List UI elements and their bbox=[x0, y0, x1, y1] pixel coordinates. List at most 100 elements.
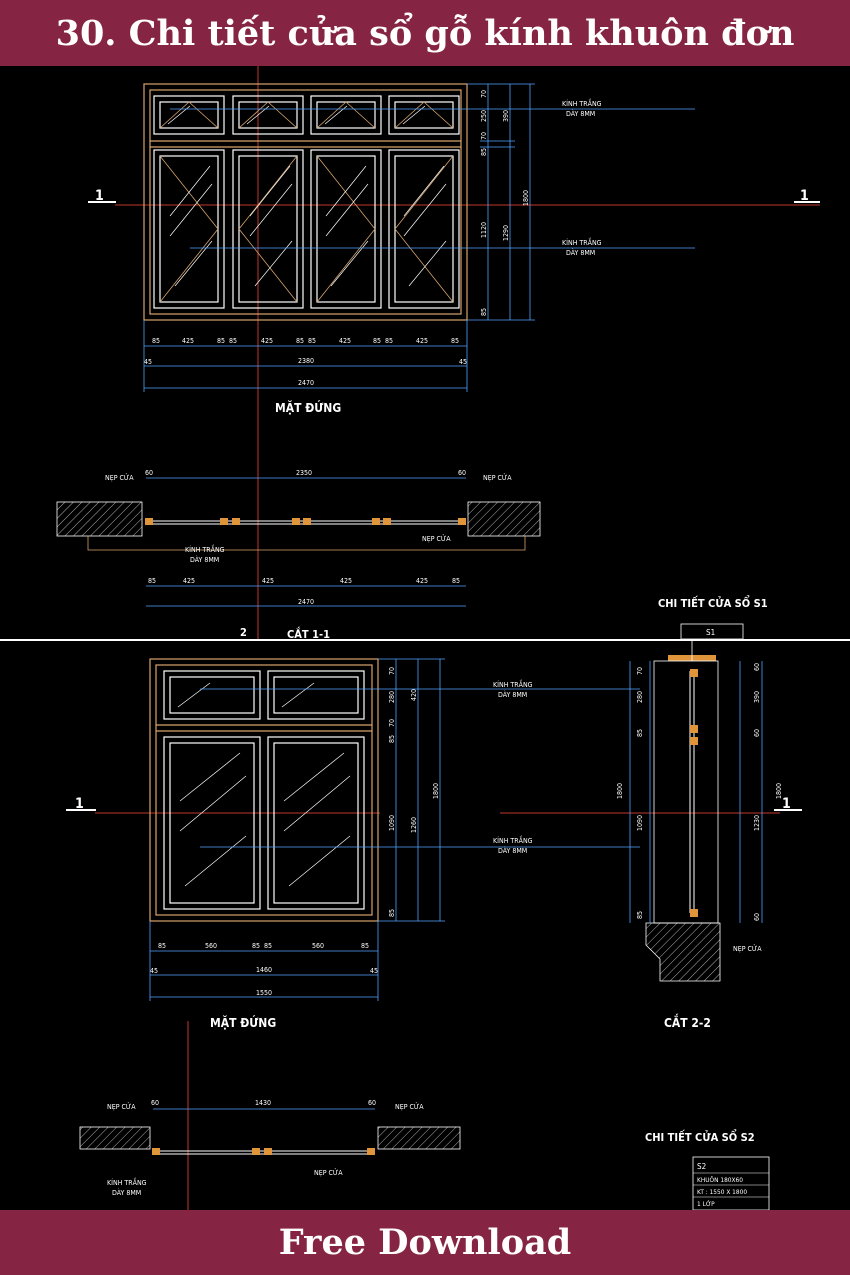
nep-cua-label: NẸP CỬA bbox=[733, 944, 762, 953]
cad-drawing-1-svg: KÍNH TRẮNG DÀY 8MM KÍNH TRẮNG DÀY 8MM 1 … bbox=[56, 66, 820, 641]
horizontal-dimension-labels: 85 425 85 85 425 85 85 425 85 85 425 85 … bbox=[144, 337, 467, 387]
section-title: CẮT 2-2 bbox=[664, 1014, 711, 1030]
free-download-button[interactable]: Free Download bbox=[278, 1222, 572, 1263]
section-marker-left: 1 bbox=[66, 796, 96, 812]
dim-label: 560 bbox=[312, 942, 324, 950]
section-marker-right: 1 bbox=[774, 796, 802, 812]
nep-cua-label: NẸP CỬA bbox=[422, 534, 451, 543]
glass-leaders bbox=[200, 688, 640, 848]
dim-label: 85 bbox=[158, 942, 166, 950]
dim-label: 70 bbox=[480, 90, 488, 98]
dim-label: 85 bbox=[452, 577, 460, 585]
dim-label: 2470 bbox=[298, 379, 314, 387]
dim-label: 425 bbox=[416, 577, 428, 585]
dim-label: 85 bbox=[361, 942, 369, 950]
vertical-dimension-labels: 70 280 70 85 1090 85 420 1260 1800 bbox=[388, 667, 440, 917]
dim-label: 1800 bbox=[775, 783, 783, 799]
cad-drawing-2-svg: KÍNH TRẮNG DÀY 8MM KÍNH TRẮNG DÀY 8MM 1 … bbox=[66, 641, 802, 1211]
dim-label: 2350 bbox=[296, 469, 312, 477]
dim-label: 85 bbox=[217, 337, 225, 345]
dim-label: 85 bbox=[388, 735, 396, 743]
dim-label: 60 bbox=[753, 913, 761, 921]
dim-label: 85 bbox=[252, 942, 260, 950]
dim-label: 1800 bbox=[616, 783, 624, 799]
glass-thickness: DÀY 8MM bbox=[498, 690, 527, 699]
spec-table-s2: S2 KHUÔN 180X60 KT : 1550 X 1800 1 LỚP bbox=[692, 1156, 770, 1211]
nep-cua-label: NẸP CỬA bbox=[105, 473, 134, 482]
horizontal-dimensions bbox=[143, 320, 468, 392]
dim-label: 425 bbox=[261, 337, 273, 345]
glass-label: KÍNH TRẮNG bbox=[562, 237, 602, 247]
spec-frame: KHUÔN 180X60 bbox=[697, 1175, 743, 1184]
glass-thickness: DÀY 8MM bbox=[112, 1188, 141, 1197]
glass-label: KÍNH TRẮNG bbox=[107, 1177, 147, 1187]
dim-label: 280 bbox=[388, 691, 396, 703]
glass-hatch bbox=[167, 105, 447, 287]
dim-label: 70 bbox=[388, 719, 396, 727]
nep-cua-label: NẸP CỬA bbox=[395, 1102, 424, 1111]
svg-text:1: 1 bbox=[75, 796, 84, 812]
dim-label: 2470 bbox=[298, 598, 314, 606]
glass-label: KÍNH TRẮNG bbox=[562, 98, 602, 108]
dim-label: 45 bbox=[144, 358, 152, 366]
glass-hatch bbox=[177, 682, 351, 887]
spec-code: S2 bbox=[697, 1162, 706, 1171]
section-2-2-labels: 70 280 85 1090 85 1800 60 390 60 1230 60… bbox=[616, 663, 783, 953]
dim-label: 60 bbox=[145, 469, 153, 477]
dim-label: 85 bbox=[636, 911, 644, 919]
dim-label: 45 bbox=[459, 358, 467, 366]
download-banner[interactable]: Free Download bbox=[0, 1210, 850, 1275]
page-title: 30. Chi tiết cửa sổ gỗ kính khuôn đơn bbox=[55, 12, 795, 54]
dim-label: 60 bbox=[753, 729, 761, 737]
elevation-title: MẶT ĐỨNG bbox=[210, 1015, 276, 1030]
cad-drawing-window-1: KÍNH TRẮNG DÀY 8MM KÍNH TRẮNG DÀY 8MM 1 … bbox=[0, 66, 850, 641]
section-number: 2 bbox=[240, 626, 247, 639]
dim-label: 85 bbox=[296, 337, 304, 345]
plan-labels: 2350 60 60 NẸP CỬA NẸP CỬA NẸP CỬA KÍNH … bbox=[105, 469, 512, 606]
dim-label: 1290 bbox=[502, 225, 510, 241]
dim-label: 85 bbox=[388, 909, 396, 917]
section-marker-right: 1 bbox=[794, 188, 820, 204]
spec-size: KT : 1550 X 1800 bbox=[697, 1188, 747, 1196]
nep-cua-label: NẸP CỬA bbox=[314, 1168, 343, 1177]
glass-thickness: DÀY 8MM bbox=[566, 109, 595, 118]
dim-label: 280 bbox=[636, 691, 644, 703]
dim-label: 60 bbox=[458, 469, 466, 477]
detail-title-s2: CHI TIẾT CỬA SỔ S2 bbox=[645, 1129, 755, 1144]
dim-label: 250 bbox=[480, 110, 488, 122]
elevation-title: MẶT ĐỨNG bbox=[275, 400, 341, 415]
section-marker-left: 1 bbox=[88, 188, 116, 204]
svg-text:1: 1 bbox=[800, 188, 809, 204]
dim-label: 85 bbox=[308, 337, 316, 345]
section-title: CẮT 1-1 bbox=[287, 626, 330, 639]
dim-label: 425 bbox=[262, 577, 274, 585]
dim-label: 1230 bbox=[753, 815, 761, 831]
dim-label: 70 bbox=[636, 667, 644, 675]
dim-label: 85 bbox=[264, 942, 272, 950]
opening-direction-lines bbox=[159, 101, 454, 303]
dim-label: 1090 bbox=[636, 815, 644, 831]
glass-label: KÍNH TRẮNG bbox=[493, 679, 533, 689]
dim-label: 1800 bbox=[522, 190, 530, 206]
dim-label: 85 bbox=[480, 148, 488, 156]
dim-label: 70 bbox=[480, 132, 488, 140]
dim-label: 85 bbox=[148, 577, 156, 585]
dim-label: 1090 bbox=[388, 815, 396, 831]
dim-label: 425 bbox=[183, 577, 195, 585]
dim-label: 425 bbox=[340, 577, 352, 585]
detail-title-s1: CHI TIẾT CỬA SỔ S1 bbox=[658, 595, 768, 610]
window-elevation-2-panel bbox=[149, 658, 379, 922]
dim-label: 85 bbox=[229, 337, 237, 345]
title-banner: 30. Chi tiết cửa sổ gỗ kính khuôn đơn bbox=[0, 0, 850, 66]
dim-label: 1430 bbox=[255, 1099, 271, 1107]
dim-label: 425 bbox=[182, 337, 194, 345]
horizontal-dimension-labels: 85 560 85 85 560 85 45 1460 45 1550 bbox=[150, 942, 378, 997]
glass-thickness: DÀY 8MM bbox=[498, 846, 527, 855]
dim-label: 60 bbox=[753, 663, 761, 671]
svg-text:1: 1 bbox=[782, 796, 791, 812]
dim-label: 85 bbox=[636, 729, 644, 737]
glass-thickness: DÀY 8MM bbox=[190, 555, 219, 564]
glass-leaders bbox=[170, 108, 695, 249]
dim-label: 2380 bbox=[298, 357, 314, 365]
dim-label: 390 bbox=[753, 691, 761, 703]
